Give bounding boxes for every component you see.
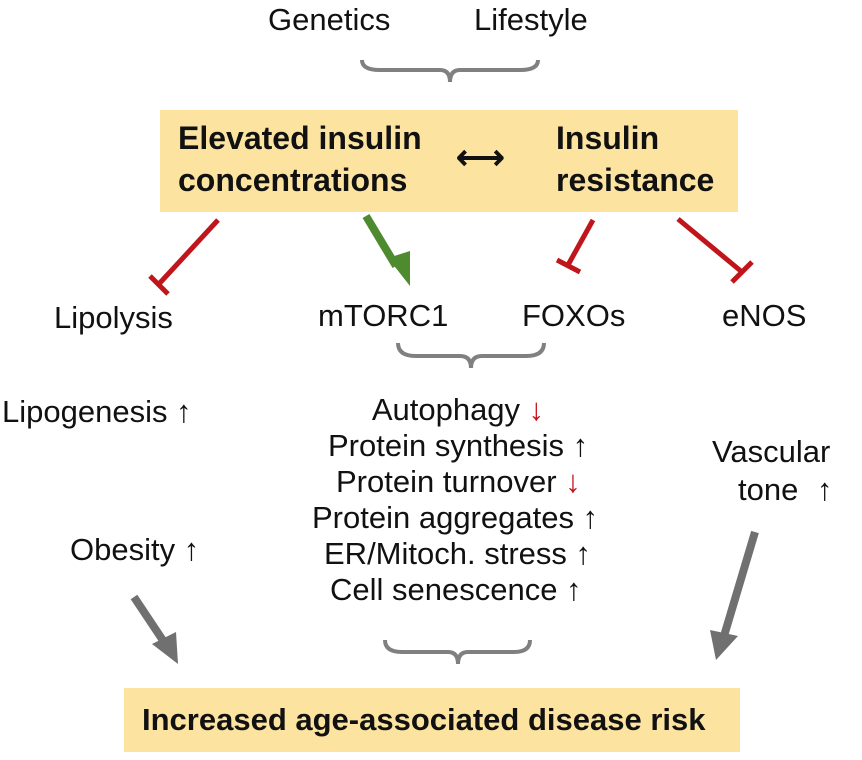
effect-protein-synthesis: Protein synthesis ↑ [328, 428, 589, 463]
foxos-label: FOXOs [522, 298, 626, 333]
vascular-up-arrow: ↑ [816, 472, 833, 507]
insulin-resistance-line1: Insulin [556, 120, 660, 156]
lipogenesis-label: Lipogenesis ↑ [2, 394, 192, 430]
outcome-box: Increased age-associated disease risk [124, 688, 740, 752]
inhibit-enos-bar [730, 260, 754, 284]
obesity-text: Obesity [70, 532, 176, 567]
inhibit-lipolysis-bar [148, 274, 170, 296]
effects-list: Autophagy ↓ Protein synthesis ↑ Protein … [300, 392, 640, 608]
lifestyle-label: Lifestyle [474, 2, 588, 37]
up-arrow-icon: ↑ [575, 536, 592, 571]
up-arrow-icon: ↑ [566, 572, 582, 607]
inhibit-enos-line [676, 217, 744, 274]
elevated-insulin-line1: Elevated insulin [178, 120, 422, 156]
obesity-label: Obesity ↑ [70, 532, 199, 568]
up-arrow-icon: ↑ [572, 428, 589, 463]
obesity-to-risk-line [130, 594, 170, 648]
enos-label: eNOS [722, 298, 807, 333]
vascular-to-risk-head [710, 630, 738, 660]
genetics-label: Genetics [268, 2, 391, 37]
bidirectional-arrow: ⟷ [456, 139, 505, 177]
lipogenesis-up-arrow: ↑ [176, 394, 192, 429]
mtorc1-foxos-brace [396, 342, 546, 369]
inhibit-lipolysis-line [156, 218, 220, 287]
outcome-label: Increased age-associated disease risk [142, 702, 706, 737]
effect-cell-senescence: Cell senescence ↑ [330, 572, 582, 607]
down-arrow-icon: ↓ [528, 392, 545, 427]
effect-autophagy: Autophagy ↓ [371, 392, 545, 427]
vascular-tone-text: tone [738, 472, 799, 507]
vascular-line2: tone ↑ [738, 472, 832, 508]
obesity-to-risk-head [152, 632, 178, 664]
vascular-line1: Vascular [712, 434, 831, 469]
effect-er-mitoch-stress: ER/Mitoch. stress ↑ [324, 536, 592, 571]
elevated-insulin-line2: concentrations [178, 162, 408, 198]
down-arrow-icon: ↓ [565, 464, 581, 499]
effect-protein-aggregates: Protein aggregates ↑ [312, 500, 599, 535]
obesity-up-arrow: ↑ [183, 532, 200, 567]
mtorc1-label: mTORC1 [318, 298, 449, 333]
effect-protein-turnover: Protein turnover ↓ [336, 464, 581, 499]
insulin-resistance-line2: resistance [556, 162, 715, 198]
lipogenesis-text: Lipogenesis [2, 394, 168, 429]
inhibit-foxos-line [565, 218, 596, 267]
activate-mtorc1-head [388, 251, 410, 286]
inhibit-foxos-bar [555, 257, 582, 275]
up-arrow-icon: ↑ [582, 500, 599, 535]
vascular-to-risk-line [720, 530, 759, 638]
lipolysis-label: Lipolysis [54, 300, 173, 335]
effects-brace [383, 639, 532, 665]
genetics-lifestyle-brace [360, 59, 540, 83]
central-box: Elevated insulin concentrations ⟷ Insuli… [160, 110, 738, 212]
